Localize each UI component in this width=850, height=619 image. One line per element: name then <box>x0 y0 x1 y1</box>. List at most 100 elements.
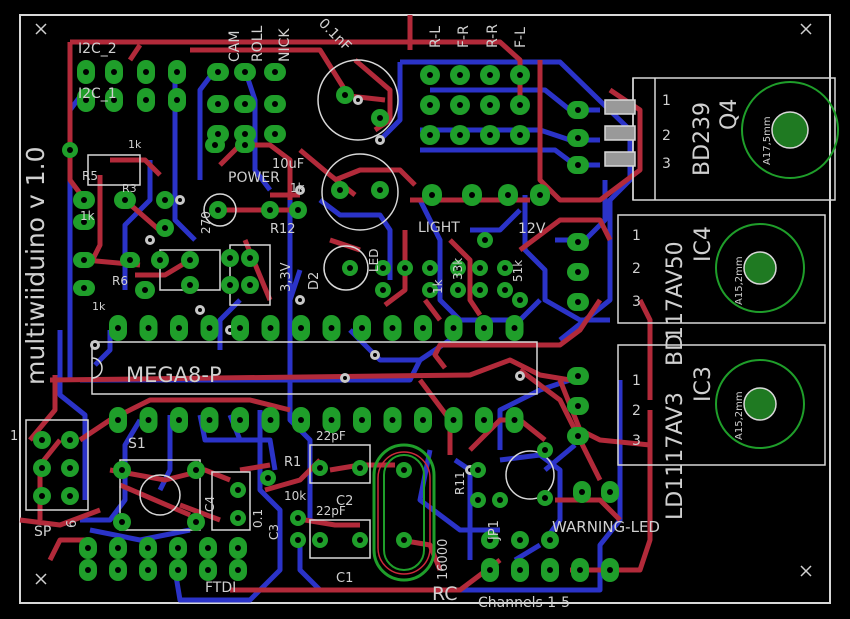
pad-hole <box>235 545 241 551</box>
volt-label: 3,3V <box>279 262 294 292</box>
rc-label: RC <box>432 583 458 605</box>
reg-ic4-name: 117AV50 <box>663 241 688 340</box>
reg-ic3-overlap: BD <box>663 334 688 366</box>
pad-hole <box>162 197 168 203</box>
via-hole <box>198 308 202 312</box>
mcu-label: MEGA8-P <box>126 363 222 387</box>
pad-hole <box>176 325 182 331</box>
pad-hole <box>81 197 87 203</box>
pad-hole <box>482 237 488 243</box>
cap-value: 22pF <box>316 504 346 518</box>
via-hole <box>178 198 182 202</box>
pad-hole <box>242 142 248 148</box>
pad-hole <box>389 417 396 423</box>
pad-hole <box>502 287 508 293</box>
pad-hole <box>420 325 426 331</box>
pad-hole <box>517 567 523 573</box>
pad-hole <box>487 537 493 543</box>
via-hole <box>148 238 152 242</box>
light-label: LIGHT <box>418 220 460 236</box>
pad-hole <box>174 69 180 75</box>
reg-q4-ref: Q4 <box>717 99 742 130</box>
pad-hole <box>575 162 581 168</box>
pad-hole <box>162 225 168 231</box>
pad-hole <box>187 282 193 288</box>
pad-hole <box>205 567 211 573</box>
warning-led-label: WARNING-LED <box>552 518 660 536</box>
pin-label: 3 <box>632 433 641 449</box>
component-outlines <box>25 59 555 559</box>
cap-label: C2 <box>336 494 353 509</box>
pad-hole <box>607 489 613 495</box>
pad-hole <box>145 545 151 551</box>
pad-hole <box>187 257 193 263</box>
pad-hole <box>511 325 518 331</box>
header-cam: CAM <box>227 31 243 62</box>
res-label: R11 <box>453 471 467 495</box>
pad-hole <box>547 537 553 543</box>
reg-ic4-heatsink: A15,2mm <box>734 256 745 305</box>
pad-hole <box>401 467 407 473</box>
pad-hole <box>242 131 248 137</box>
pad-hole <box>380 265 386 271</box>
pad-hole <box>457 132 463 138</box>
pad-hole <box>328 417 335 423</box>
header-i2c-1: I2C_1 <box>78 86 117 102</box>
reg-ic4-ref: IC4 <box>691 226 716 262</box>
cap-label: C3 <box>267 524 281 540</box>
reg-q4-heatsink: A17,5mm <box>762 116 773 165</box>
pad-hole <box>517 297 523 303</box>
pad-hole <box>487 72 493 78</box>
res-value: 270 <box>199 211 213 234</box>
pad-hole <box>247 255 253 261</box>
pad-hole <box>127 257 133 263</box>
pad-hole <box>83 69 89 75</box>
pad-hole <box>357 537 363 543</box>
pad-hole <box>235 515 241 521</box>
pad-hole <box>575 269 581 275</box>
pad-hole <box>328 325 335 331</box>
pad-hole <box>39 493 45 499</box>
header-nick: NICK <box>277 28 293 62</box>
cap-label: 10uF <box>272 157 304 172</box>
mcu-outline <box>91 341 538 395</box>
pin-label: 3 <box>632 294 641 310</box>
pad-hole <box>359 417 365 423</box>
pad-hole <box>39 437 45 443</box>
pad-hole <box>81 257 87 263</box>
res-label: R1 <box>284 455 301 470</box>
regulator-heatsinks <box>604 77 839 466</box>
via-hole <box>518 374 522 378</box>
pad-hole <box>537 192 543 198</box>
pad-hole <box>215 131 221 137</box>
pad-hole <box>67 437 73 443</box>
pad-hole <box>85 545 91 551</box>
pad-hole <box>477 265 483 271</box>
rc-channels-label: Channels 1-5 <box>478 595 570 611</box>
pad-hole <box>272 69 278 75</box>
res-label: R3 <box>122 182 137 195</box>
pad-hole <box>427 265 433 271</box>
pad-hole <box>143 69 149 75</box>
header-r-r: R-R <box>485 24 501 48</box>
via-hole <box>93 343 97 347</box>
pad-hole <box>193 467 199 473</box>
pad-hole <box>193 519 199 525</box>
pad-hole <box>502 265 508 271</box>
pad-hole <box>265 475 271 481</box>
pad-hole <box>575 299 581 305</box>
switch-label: S1 <box>128 436 146 452</box>
pin-label: 2 <box>662 128 671 144</box>
reg-ic3-name: LD1117AV3 <box>663 392 688 520</box>
pad-hole <box>235 487 241 493</box>
pad-hole <box>175 545 181 551</box>
pad-hole <box>517 132 523 138</box>
header-f-l: F-L <box>513 27 529 48</box>
pad-hole <box>575 403 581 409</box>
pad-hole <box>359 325 365 331</box>
silkscreen-labels: multiwiiduino v 1.0 MEGA8-P BD239 Q4 A17… <box>10 16 773 611</box>
diode-label: D2 <box>307 272 322 290</box>
board-outline <box>19 14 831 604</box>
pad-hole <box>81 219 87 225</box>
